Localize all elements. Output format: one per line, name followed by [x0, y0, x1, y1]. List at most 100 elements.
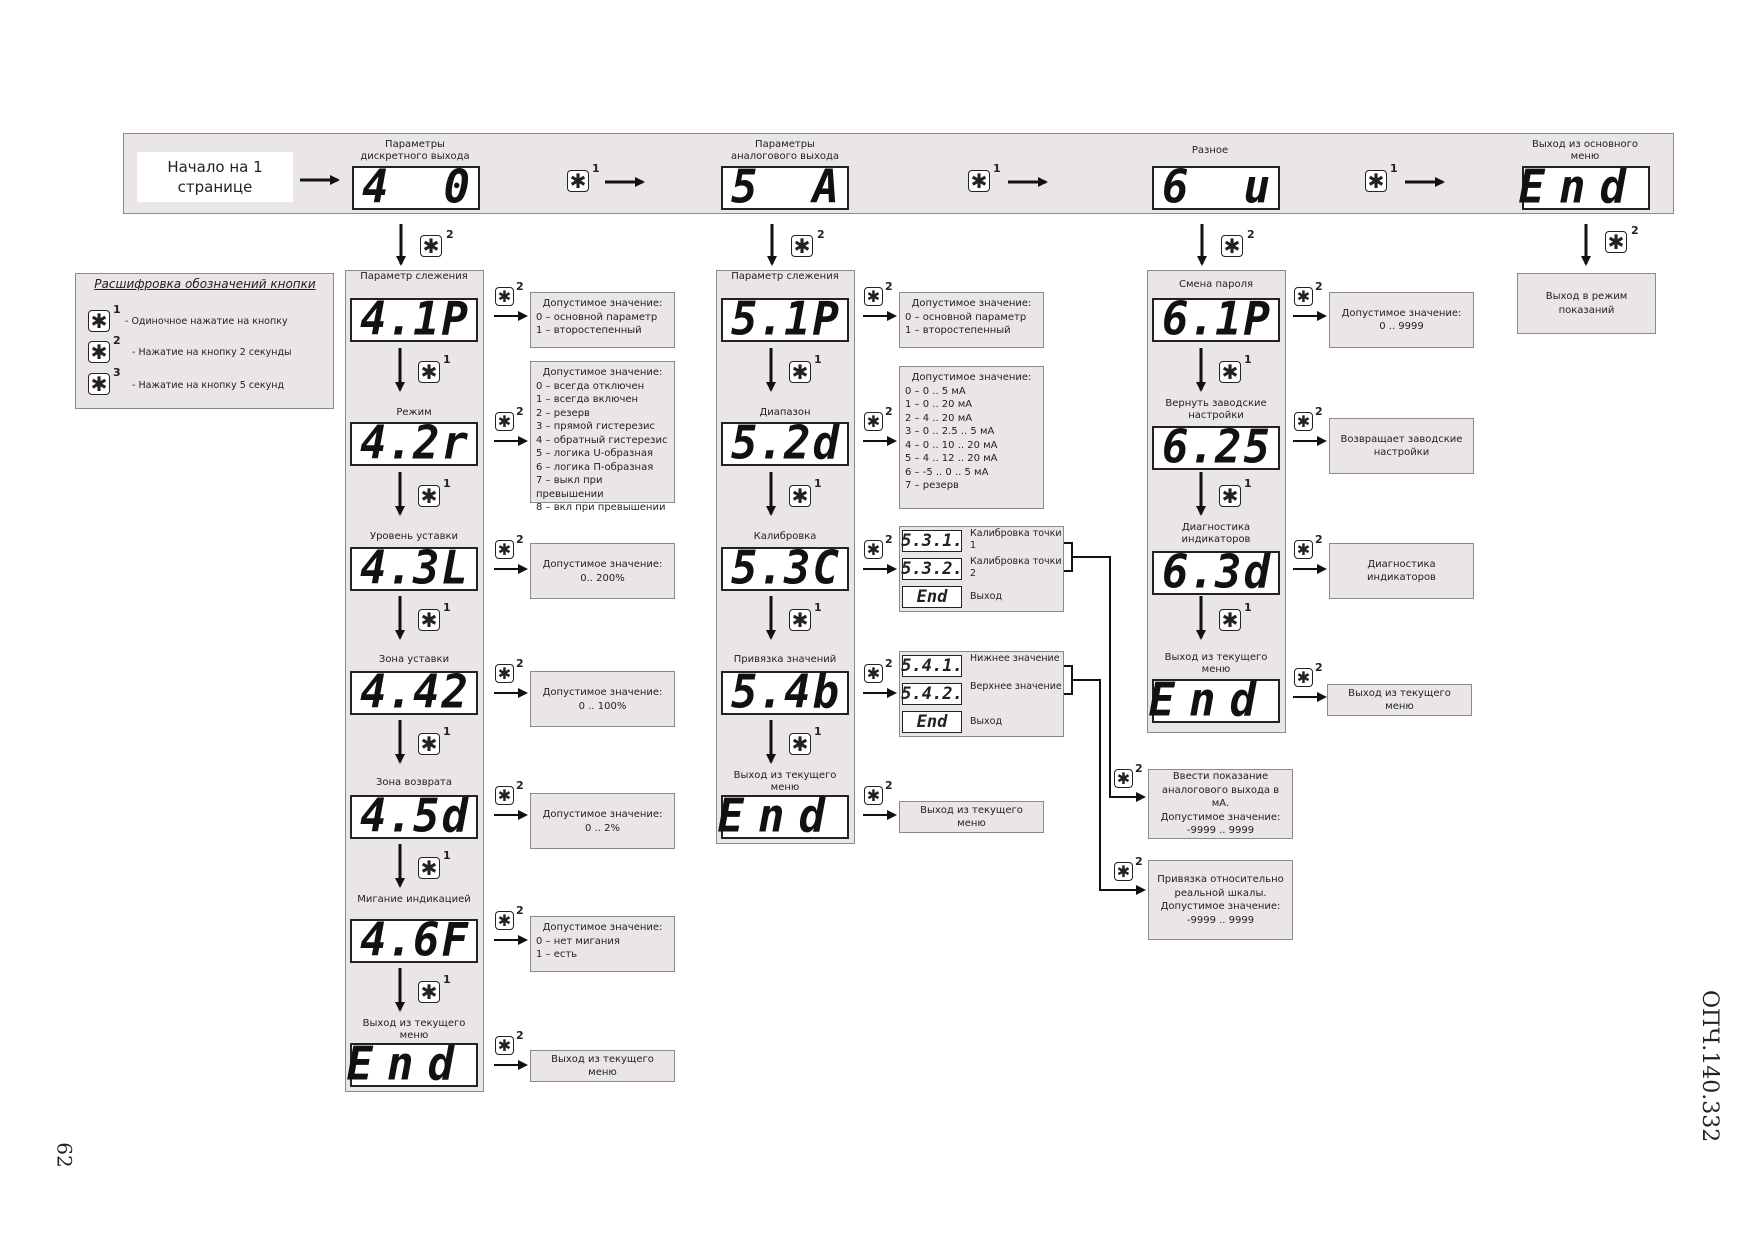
- key-icon: ✱: [864, 664, 883, 683]
- key-sup: 2: [1135, 762, 1143, 775]
- col5-label: Выход из текущего меню: [733, 770, 837, 793]
- key-sup: 1: [443, 725, 451, 738]
- key-sup: 1: [443, 477, 451, 490]
- key-sup: 2: [516, 405, 524, 418]
- key-icon: ✱: [864, 786, 883, 805]
- legend-box: [75, 273, 334, 409]
- key-icon: ✱: [420, 235, 442, 257]
- key-icon: ✱: [864, 540, 883, 559]
- col6-label: Смена пароля: [1178, 279, 1254, 290]
- binding-value-note: Привязка относительно реальной шкалы. До…: [1148, 860, 1293, 940]
- key-icon: ✱: [418, 981, 440, 1003]
- bind-label: Верхнее значение: [970, 681, 1062, 692]
- top-label-exit: Выход из основного меню: [1531, 139, 1639, 162]
- key-sup: 2: [516, 904, 524, 917]
- key-icon: ✱: [1605, 231, 1627, 253]
- key-sup: 2: [1631, 224, 1639, 237]
- col4-note: Допустимое значение:0 – основной парамет…: [530, 292, 675, 348]
- col6-note: Выход из текущего меню: [1327, 684, 1472, 716]
- exit-readings-note: Выход в режим показаний: [1517, 273, 1656, 334]
- col4-label: Мигание индикацией: [357, 894, 471, 905]
- col4-label: Зона уставки: [378, 654, 450, 665]
- col5-label: Калибровка: [753, 531, 817, 542]
- key-sup: 2: [516, 657, 524, 670]
- key-sup: 1: [814, 477, 822, 490]
- key-sup: 2: [516, 280, 524, 293]
- mini-display-5-3-1: 5.3.1.: [901, 530, 963, 552]
- page-number: 62: [52, 1142, 77, 1168]
- col5-label: Привязка значений: [733, 654, 837, 665]
- bind-label: Нижнее значение: [970, 653, 1060, 664]
- col6-label: Вернуть заводские настройки: [1165, 398, 1267, 421]
- key-sup: 1: [113, 303, 121, 316]
- key-sup: 1: [814, 725, 822, 738]
- key-icon: ✱: [495, 911, 514, 930]
- col4-label: Зона возврата: [375, 777, 453, 788]
- key-sup: 1: [993, 162, 1001, 175]
- key-icon: ✱: [789, 485, 811, 507]
- calib-label: Выход: [970, 591, 1003, 602]
- col5-label: Параметр слежения: [731, 271, 839, 282]
- key-sup: 1: [443, 849, 451, 862]
- col5-note: Допустимое значение:0 – 0 .. 5 мА 1 – 0 …: [899, 366, 1044, 509]
- document-id: ОПЧ.140.332: [1697, 990, 1722, 1143]
- key-icon: ✱: [1294, 412, 1313, 431]
- display-end-col4: End: [347, 1041, 478, 1088]
- key-sup: 2: [1135, 855, 1143, 868]
- legend-title: Расшифровка обозначений кнопки: [94, 277, 316, 291]
- key-sup: 1: [443, 601, 451, 614]
- display-end-col5: End: [718, 793, 849, 840]
- display-end-col6: End: [1149, 677, 1280, 724]
- column-misc: [1147, 270, 1286, 733]
- key-sup: 1: [1244, 601, 1252, 614]
- key-sup: 1: [1390, 162, 1398, 175]
- key-icon: ✱: [495, 287, 514, 306]
- mini-display-end: End: [902, 586, 962, 608]
- key-icon: ✱: [1114, 862, 1133, 881]
- key-icon: ✱: [864, 412, 883, 431]
- key-sup: 1: [1244, 477, 1252, 490]
- key-icon: ✱: [1219, 361, 1241, 383]
- key-icon: ✱: [88, 310, 110, 332]
- mini-display-5-4-1: 5.4.1.: [901, 655, 963, 677]
- key-icon: ✱: [1365, 170, 1387, 192]
- key-sup: 2: [1247, 228, 1255, 241]
- key-sup: 2: [113, 334, 121, 347]
- bind-label: Выход: [970, 716, 1003, 727]
- key-sup: 2: [885, 657, 893, 670]
- key-icon: ✱: [789, 361, 811, 383]
- col5-note: Выход из текущего меню: [899, 801, 1044, 833]
- col4-label: Режим: [396, 407, 432, 418]
- legend-item: - Нажатие на кнопку 2 секунды: [132, 347, 292, 358]
- key-icon: ✱: [1294, 668, 1313, 687]
- col6-note: Диагностика индикаторов: [1329, 543, 1474, 599]
- key-sup: 2: [446, 228, 454, 241]
- col4-label: Параметр слежения: [360, 271, 468, 282]
- key-icon: ✱: [1114, 769, 1133, 788]
- col6-label: Выход из текущего меню: [1164, 652, 1268, 675]
- key-sup: 1: [443, 973, 451, 986]
- col6-note: Допустимое значение:0 .. 9999: [1329, 292, 1474, 348]
- key-sup: 1: [1244, 353, 1252, 366]
- mini-display-end: End: [902, 711, 962, 733]
- key-sup: 2: [817, 228, 825, 241]
- key-icon: ✱: [1294, 287, 1313, 306]
- key-icon: ✱: [495, 664, 514, 683]
- key-sup: 2: [885, 280, 893, 293]
- key-icon: ✱: [418, 485, 440, 507]
- key-sup: 2: [516, 1029, 524, 1042]
- key-icon: ✱: [495, 1036, 514, 1055]
- top-label-discrete: Параметры дискретного выхода: [360, 139, 470, 162]
- col4-label: Выход из текущего меню: [362, 1018, 466, 1041]
- key-icon: ✱: [968, 170, 990, 192]
